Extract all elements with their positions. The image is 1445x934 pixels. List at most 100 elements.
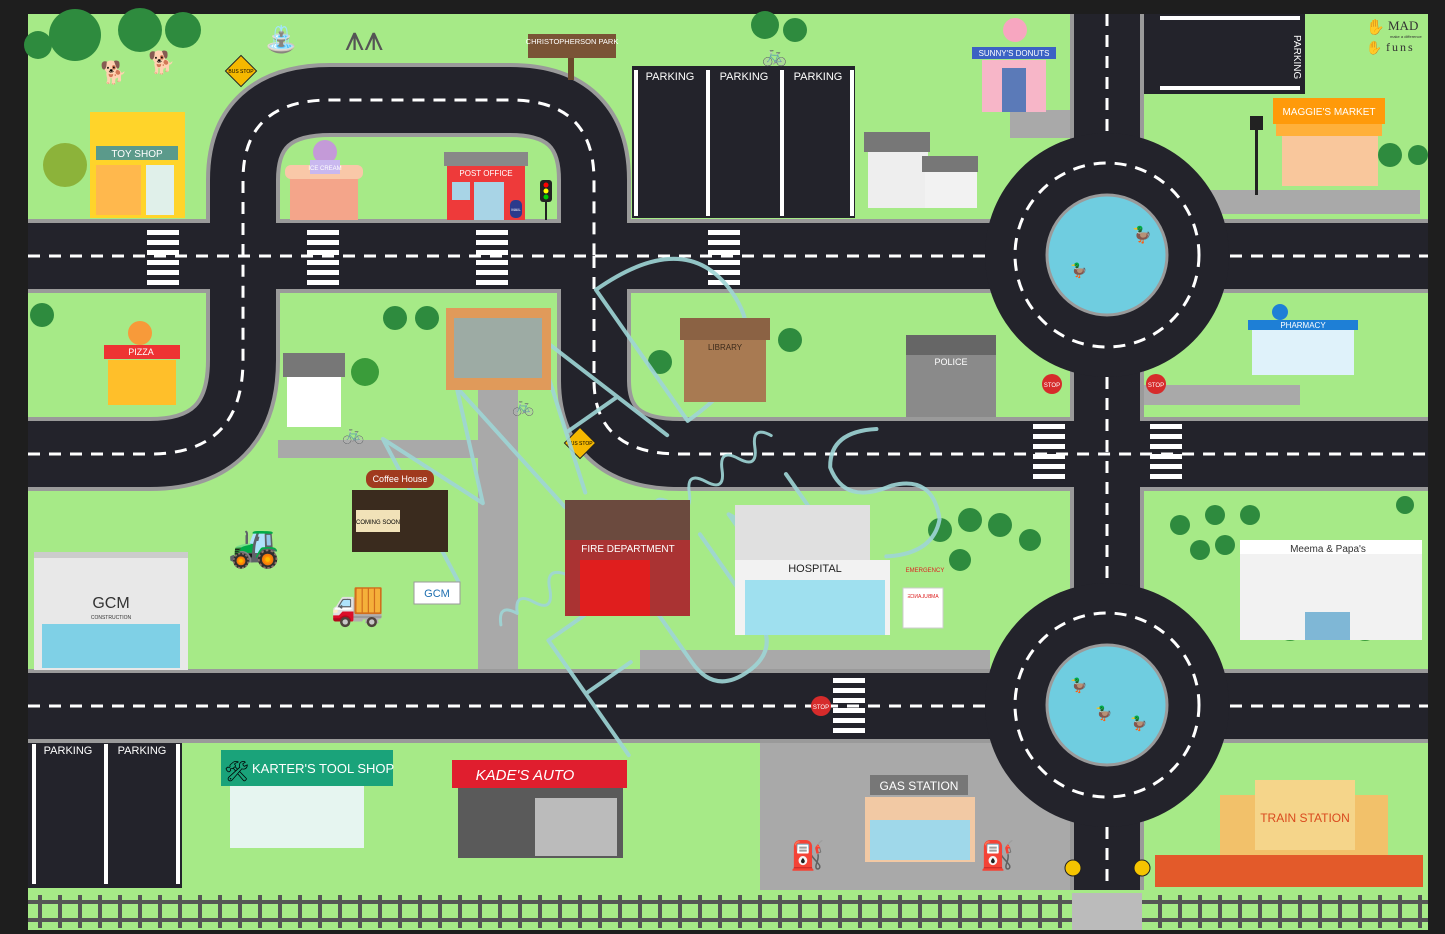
meema-papas-house: Meema & Papa's — [1240, 540, 1422, 640]
post-office: POST OFFICE MAIL — [444, 152, 528, 220]
police-station: POLICE — [906, 335, 996, 417]
railroad — [28, 893, 1428, 930]
house — [283, 353, 345, 427]
parking-label: PARKING — [44, 745, 93, 757]
logo-mad: MAD — [1388, 18, 1418, 33]
excavator-icon: 🚜 — [228, 522, 280, 570]
ice-cream-shop: ICE CREAM — [285, 140, 363, 220]
mad-funs-logo: ✋ MAD make a difference ✋ funs — [1366, 18, 1422, 55]
coming-soon-sign: COMING SOON — [356, 520, 400, 526]
kades-auto: KADE'S AUTO — [452, 760, 627, 858]
gcm-sign: GCM — [413, 581, 461, 605]
parking-label: PARKING — [646, 71, 695, 83]
parking-lot-top: PARKING PARKING PARKING — [632, 66, 855, 218]
pond — [1045, 193, 1169, 317]
parking-label: PARKING — [1291, 35, 1302, 79]
parking-label: PARKING — [794, 71, 843, 83]
gas-pump-icon: ⛽ — [980, 839, 1015, 872]
karters-tool-shop-label: KARTER'S TOOL SHOP — [252, 761, 394, 776]
construction-vehicles: 🚜 🚚 — [228, 522, 385, 628]
lane-dashes — [28, 14, 1428, 890]
fire-department: FIRE DEPARTMENT — [565, 500, 690, 616]
gas-pump-icon: ⛽ — [790, 839, 825, 872]
tools-icon: 🛠 — [224, 761, 249, 783]
police-label: POLICE — [934, 357, 967, 367]
dog-icon: 🐕 — [148, 50, 175, 75]
pharmacy: PHARMACY — [1248, 304, 1358, 375]
parking-lot-top-right: PARKING — [1140, 14, 1305, 94]
park-sign: CHRISTOPHERSON PARK — [526, 34, 619, 80]
duck-icon: 🦆 — [1130, 715, 1147, 732]
coffee-house: Coffee House COMING SOON — [352, 470, 448, 552]
pharmacy-label: PHARMACY — [1280, 321, 1326, 330]
kades-auto-label: KADE'S AUTO — [476, 767, 575, 784]
ambulance-label: AMBULANCE — [907, 594, 939, 600]
railroad-crossing — [1072, 893, 1142, 930]
hand-icon: ✋ — [1366, 18, 1385, 36]
post-office-label: POST OFFICE — [459, 169, 512, 178]
fire-department-label: FIRE DEPARTMENT — [581, 544, 675, 555]
park-sign-text: CHRISTOPHERSON PARK — [526, 37, 619, 46]
gcm-sign-text: GCM — [424, 588, 450, 600]
sunnys-donuts-label: SUNNY'S DONUTS — [979, 49, 1050, 58]
fountain-icon: ⛲ — [265, 24, 297, 55]
bus-stop-text: BUS STOP — [567, 441, 593, 447]
apartment-building — [446, 308, 551, 390]
stop-sign: STOP — [1146, 374, 1166, 394]
bicycle-icon: 🚲 — [512, 396, 534, 416]
logo-funs: funs — [1386, 40, 1415, 54]
sunnys-donuts: SUNNY'S DONUTS — [972, 18, 1056, 112]
trees — [24, 8, 1428, 641]
pizza-label: PIZZA — [128, 347, 154, 357]
parking-lot-bottom: PARKING PARKING — [28, 740, 182, 888]
parking-label: PARKING — [118, 745, 167, 757]
train-station-label: TRAIN STATION — [1260, 811, 1350, 825]
dump-truck-icon: 🚚 — [330, 579, 385, 628]
emergency-sign: EMERGENCY — [906, 568, 945, 574]
library: LIBRARY — [680, 318, 770, 402]
library-label: LIBRARY — [708, 343, 743, 352]
bus-stop-text: BUS STOP — [228, 69, 254, 75]
gas-station: GAS STATION ⛽ ⛽ — [790, 775, 1015, 872]
meema-papas-label: Meema & Papa's — [1290, 544, 1366, 555]
train-station: TRAIN STATION — [1155, 780, 1423, 887]
duck-icon: 🦆 — [1132, 225, 1152, 244]
karters-tool-shop: 🛠 KARTER'S TOOL SHOP — [221, 750, 394, 848]
street-lamp — [1250, 116, 1263, 195]
gcm-label: GCM — [92, 595, 129, 612]
stop-sign: STOP — [811, 696, 831, 716]
mailbox-label: MAIL — [511, 207, 521, 212]
stop-text: STOP — [1148, 383, 1164, 389]
coffee-house-label: Coffee House — [373, 474, 428, 484]
house — [864, 132, 978, 208]
pizza-shop: PIZZA — [104, 321, 180, 405]
railroad-crossing-sign — [1064, 859, 1151, 877]
logo-tagline: make a difference — [1390, 34, 1422, 39]
stop-text: STOP — [813, 705, 829, 711]
swing-set-icon: ⩚⩚ — [345, 20, 383, 58]
watermark-funs — [546, 426, 942, 758]
gcm-sub-label: CONSTRUCTION — [91, 615, 132, 621]
hand-icon: ✋ — [1366, 40, 1382, 55]
ice-cream-label: ICE CREAM — [308, 166, 341, 172]
gas-station-label: GAS STATION — [880, 779, 959, 793]
crosswalks — [147, 230, 1182, 733]
duck-icon: 🦆 — [1095, 705, 1112, 722]
bicycle-icon: 🚲 — [342, 424, 364, 444]
bicycle-icon: 🚲 — [762, 45, 787, 67]
dog-icon: 🐕 — [100, 60, 127, 85]
stop-text: STOP — [1044, 383, 1060, 389]
maggies-market-label: MAGGIE'S MARKET — [1282, 107, 1375, 118]
hospital-label: HOSPITAL — [788, 563, 842, 575]
gcm-construction: GCM CONSTRUCTION — [34, 552, 188, 670]
toy-shop: TOY SHOP — [90, 112, 185, 218]
traffic-light — [540, 180, 552, 220]
duck-icon: 🦆 — [1070, 262, 1087, 279]
parking-label: PARKING — [720, 71, 769, 83]
ponds: 🦆 🦆 🦆 🦆 🦆 — [1045, 193, 1169, 767]
duck-icon: 🦆 — [1070, 677, 1087, 694]
pond — [1045, 643, 1169, 767]
toy-shop-label: TOY SHOP — [111, 149, 163, 160]
bus-stop-sign: BUS STOP — [224, 54, 258, 88]
